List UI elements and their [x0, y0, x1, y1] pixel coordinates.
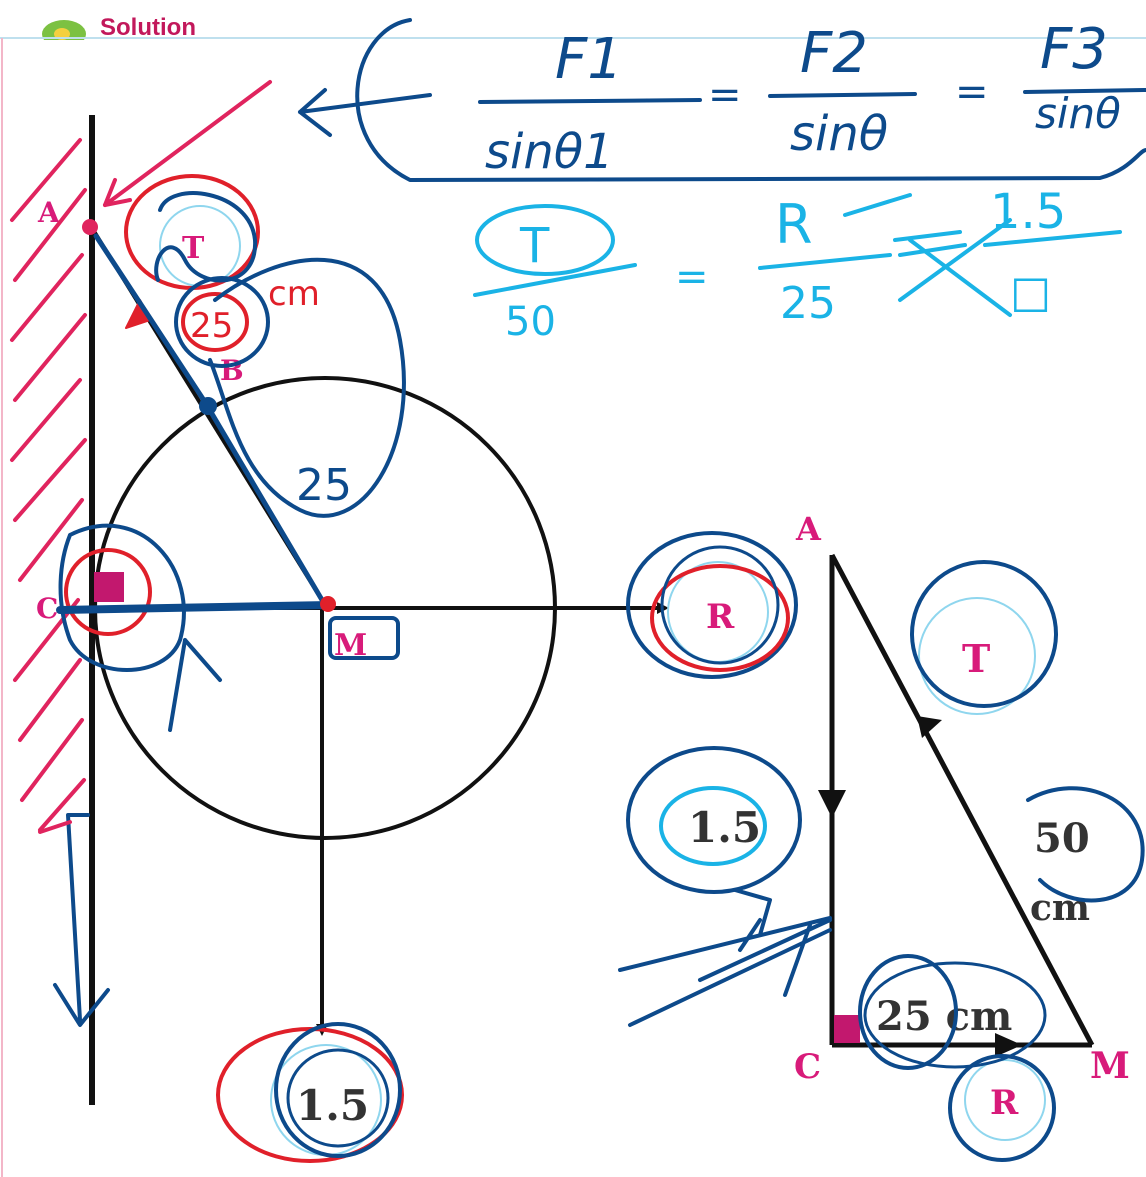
section-title: Solution — [100, 14, 196, 38]
handwritten-annotations: 25 cm 25 — [10, 17, 1146, 1163]
label-C-left: C — [36, 592, 58, 625]
triangle-side-MA — [829, 553, 1095, 1047]
hw-eq1-num3: F3 — [1040, 17, 1108, 82]
hw-eq1-den3: sinθ — [1035, 89, 1121, 138]
arrow-down-AC — [818, 790, 846, 818]
label-weight-left: 1.5 — [296, 1081, 369, 1130]
hw-eq2-den2: 25 — [780, 278, 836, 329]
label-T-right: T — [962, 636, 990, 681]
arrow-up-MA — [917, 716, 942, 738]
hw-eq2-num1: T — [519, 218, 550, 274]
svg-text:=: = — [675, 254, 709, 300]
label-C-right: C — [794, 1047, 821, 1087]
label-B-left: B — [220, 354, 244, 387]
svg-text:=: = — [955, 69, 989, 115]
label-T-left: T — [182, 231, 205, 266]
hw-eq2-den3: ☐ — [1010, 269, 1051, 323]
label-R-right: R — [990, 1083, 1019, 1123]
label-weight-right: 1.5 — [688, 803, 761, 852]
svg-text:=: = — [708, 72, 742, 118]
label-hyp-num: 50 — [1034, 815, 1090, 862]
hw-ab-length: 25 — [190, 306, 233, 346]
hw-eq1-den2: sinθ — [790, 106, 888, 162]
label-M-right: M — [1090, 1045, 1130, 1087]
hw-eq2-num2: R — [775, 193, 813, 256]
wall-hatching — [10, 138, 87, 832]
hw-eq2-den1: 50 — [505, 299, 556, 345]
label-R-left: R — [706, 597, 735, 637]
hw-eq1-num1: F1 — [555, 27, 623, 92]
hw-eq1-num2: F2 — [800, 21, 868, 86]
right-angle-square — [834, 1015, 860, 1043]
arrow-right-CM — [995, 1033, 1022, 1057]
label-A-right: A — [795, 510, 822, 548]
hw-eq1-den1: sinθ1 — [485, 124, 614, 180]
right-triangle-diagram: A C M T R 1.5 50 cm 25 cm — [659, 510, 1130, 1141]
hw-bm-length: 25 — [296, 460, 352, 511]
contact-point-square — [94, 572, 124, 602]
hw-ab-unit: cm — [268, 274, 320, 314]
hw-eq2-num3: 1.5 — [990, 184, 1066, 240]
label-base: 25 cm — [876, 993, 1012, 1040]
